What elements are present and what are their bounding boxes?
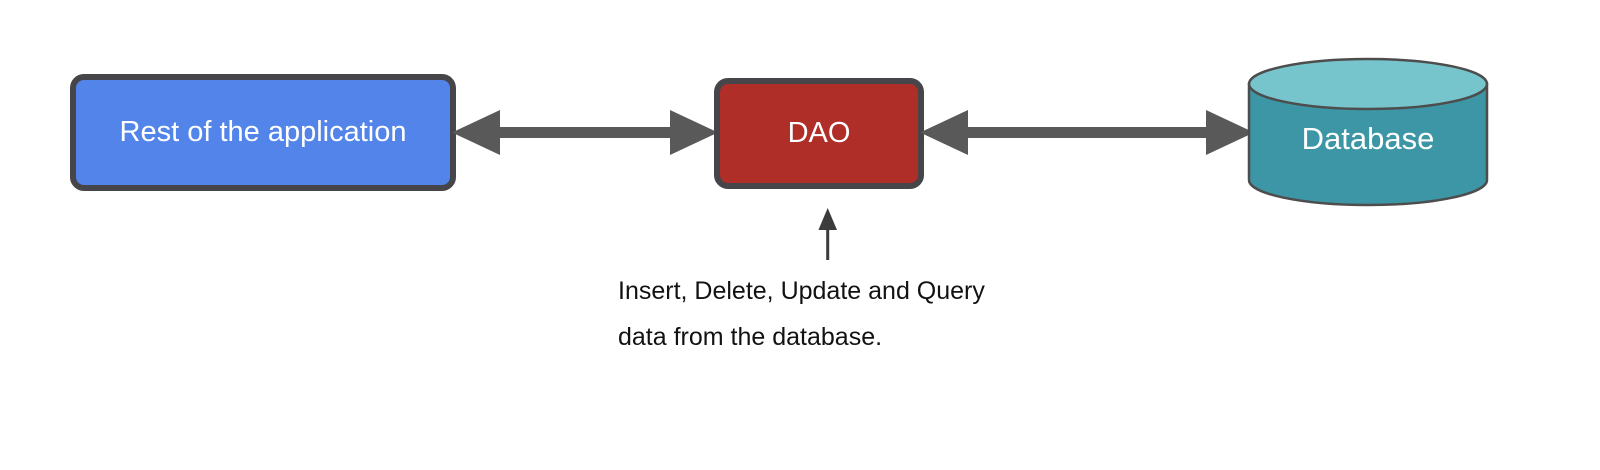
connector-dao-to-database [920,110,1254,155]
node-rest-of-application[interactable]: Rest of the application [70,74,456,191]
caption-text: Insert, Delete, Update and Query data fr… [618,277,985,352]
connector-rest-to-dao [452,110,718,155]
cylinder-shape [1247,57,1489,207]
node-rest-of-application-label: Rest of the application [119,115,407,148]
node-dao-label: DAO [787,116,851,149]
node-database[interactable]: Database [1247,57,1489,207]
connector-caption-to-dao [818,208,837,260]
node-dao[interactable]: DAO [714,78,924,189]
node-database-label: Database [1301,121,1435,156]
